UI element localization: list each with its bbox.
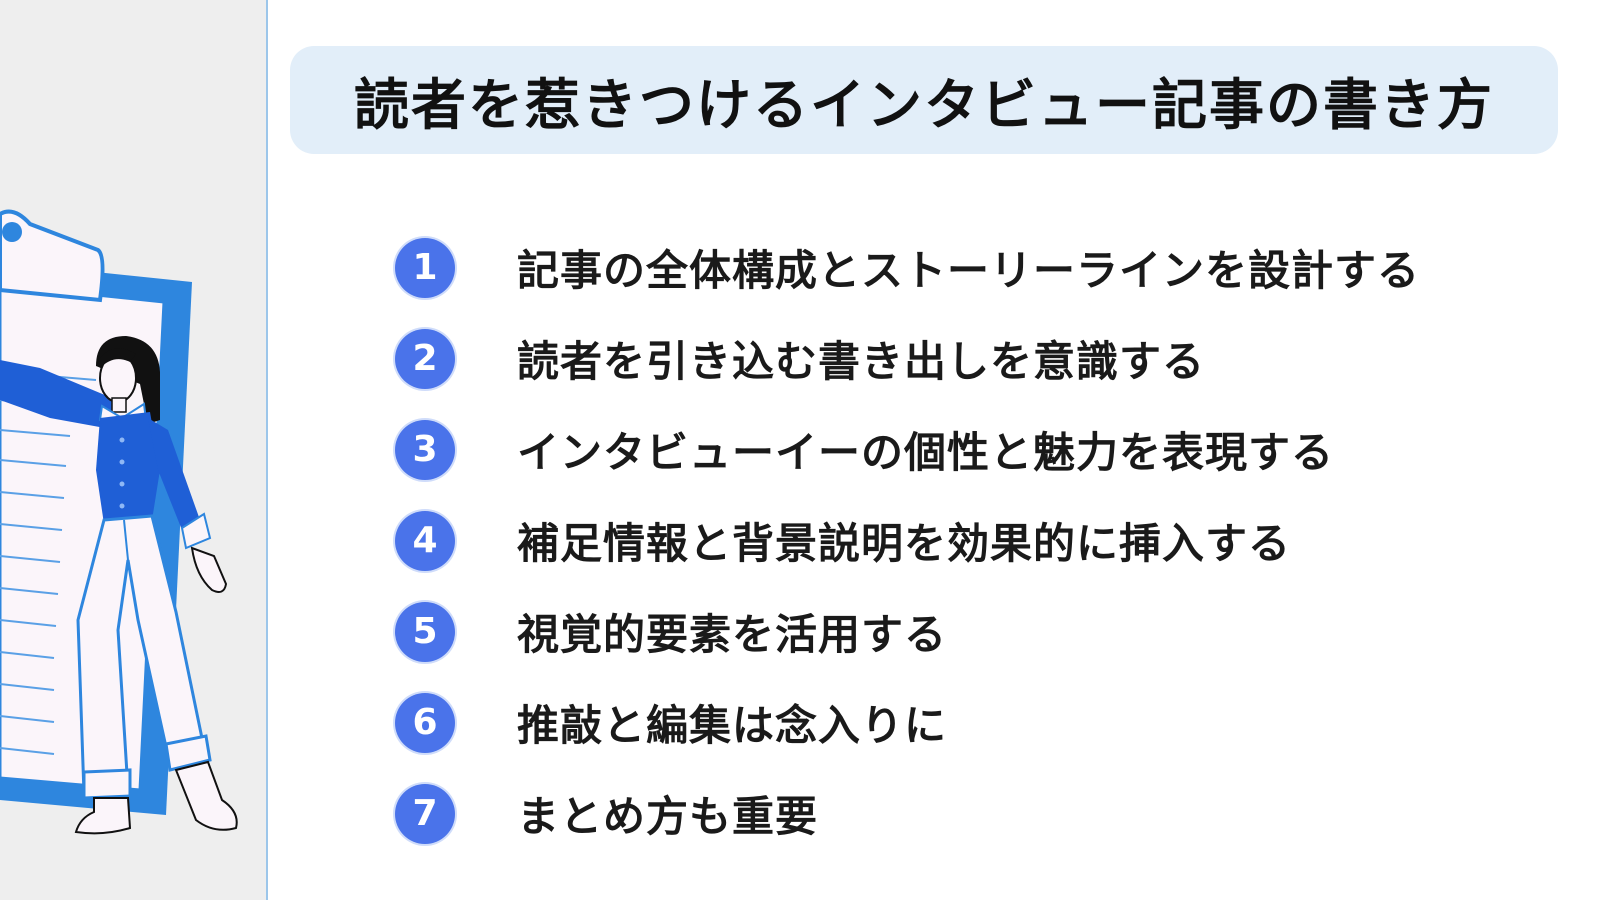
step-number-badge: 7 [395,783,455,844]
step-number-badge: 3 [395,419,455,480]
steps-list: 1 記事の全体構成とストーリーラインを設計する 2 読者を引き込む書き出しを意識… [395,222,1420,859]
step-text: インタビューイーの個性と魅力を表現する [517,428,1335,477]
woman-figure [0,336,238,835]
step-text: 読者を引き込む書き出しを意識する [517,337,1206,386]
title-banner: 読者を惹きつけるインタビュー記事の書き方 [290,46,1558,154]
woman-pointing-at-clipboard-illustration [0,209,238,835]
step-number-badge: 4 [395,510,455,571]
step-item: 4 補足情報と背景説明を効果的に挿入する [395,495,1420,586]
step-number-badge: 1 [395,237,455,298]
step-number-badge: 5 [395,601,455,662]
step-number-badge: 6 [395,692,455,753]
step-number-badge: 2 [395,328,455,389]
step-text: 視覚的要素を活用する [517,610,948,659]
step-text: 補足情報と背景説明を効果的に挿入する [517,519,1292,568]
step-text: 記事の全体構成とストーリーラインを設計する [517,246,1421,295]
page-title: 読者を惹きつけるインタビュー記事の書き方 [353,73,1494,137]
step-item: 6 推敲と編集は念入りに [395,677,1420,768]
panel-divider [266,0,268,900]
step-item: 5 視覚的要素を活用する [395,586,1420,677]
step-text: 推敲と編集は念入りに [517,701,948,750]
illustration-panel [0,0,266,900]
step-text: まとめ方も重要 [517,792,819,841]
step-item: 2 読者を引き込む書き出しを意識する [395,313,1420,404]
step-item: 7 まとめ方も重要 [395,768,1420,859]
step-item: 3 インタビューイーの個性と魅力を表現する [395,404,1420,495]
step-item: 1 記事の全体構成とストーリーラインを設計する [395,222,1420,313]
